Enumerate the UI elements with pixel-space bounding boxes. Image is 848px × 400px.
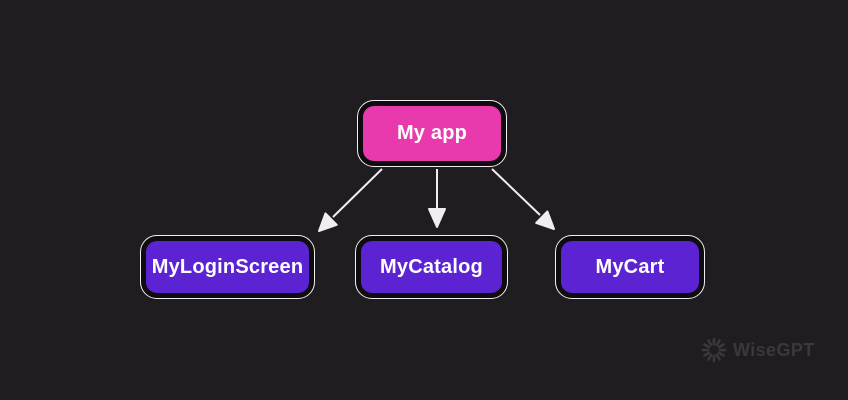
node-my-cart: MyCart	[555, 235, 705, 299]
node-my-app-fill: My app	[363, 106, 501, 161]
wisegpt-watermark: WiseGPT	[701, 336, 815, 364]
node-my-catalog: MyCatalog	[355, 235, 508, 299]
node-my-app: My app	[357, 100, 507, 167]
node-my-catalog-fill: MyCatalog	[361, 241, 502, 293]
node-my-login-screen-label: MyLoginScreen	[151, 255, 304, 278]
node-my-app-label: My app	[396, 122, 468, 144]
node-my-cart-fill: MyCart	[561, 241, 699, 293]
arrow-my-app-to-my-cart	[491, 168, 555, 230]
pinwheel-burst-icon	[701, 337, 727, 363]
arrow-my-app-to-my-login-screen	[318, 168, 383, 232]
wisegpt-watermark-label: WiseGPT	[733, 339, 815, 360]
node-my-cart-label: MyCart	[595, 255, 665, 278]
arrow-my-app-to-my-catalog	[428, 169, 446, 228]
node-my-login-screen: MyLoginScreen	[140, 235, 315, 299]
node-my-catalog-label: MyCatalog	[380, 255, 483, 278]
node-my-login-screen-fill: MyLoginScreen	[146, 241, 309, 293]
